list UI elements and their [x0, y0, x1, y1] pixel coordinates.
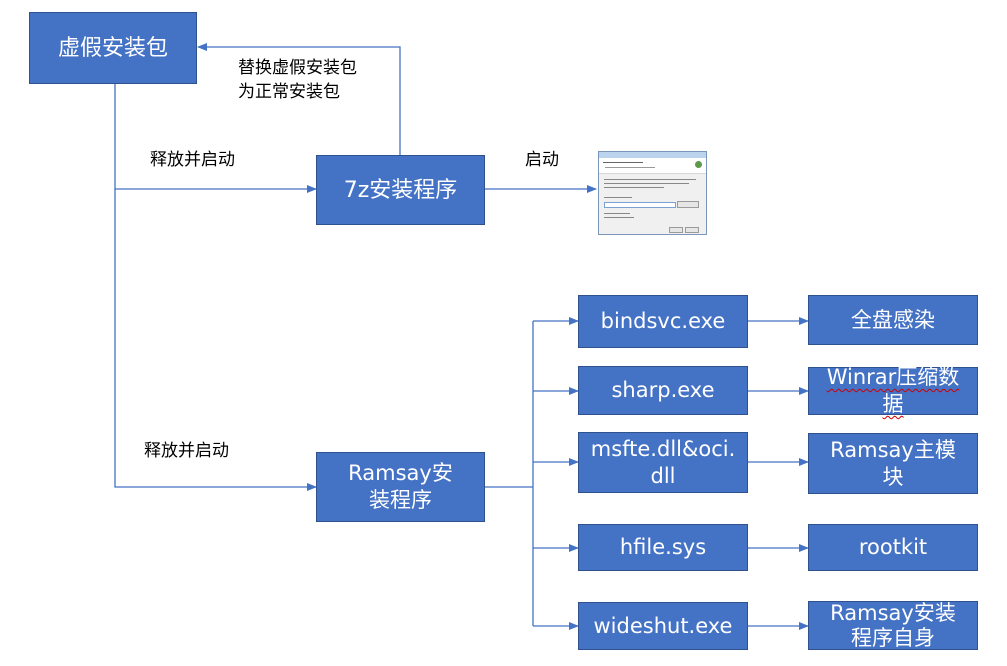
- node-hfile-label: hfile.sys: [619, 535, 707, 559]
- node-wideshut-label: wideshut.exe: [593, 613, 733, 638]
- installer-cancel-button: [685, 227, 699, 233]
- node-rootkit-label: rootkit: [858, 535, 928, 559]
- node-full-infection-label: 全盘感染: [851, 307, 935, 332]
- edge-label-launch: 启动: [525, 150, 559, 170]
- node-msfte-label: msfte.dll&oci.dll: [590, 436, 736, 488]
- node-wideshut: wideshut.exe: [578, 602, 748, 650]
- node-fake-installer: 虚假安装包: [29, 12, 197, 84]
- edge-label-release-start-top: 释放并启动: [150, 150, 235, 170]
- node-fake-installer-label: 虚假安装包: [57, 35, 168, 61]
- node-ramsay-installer: Ramsay安装程序: [316, 452, 485, 522]
- node-rootkit: rootkit: [808, 524, 978, 571]
- node-sharp-label: sharp.exe: [611, 378, 715, 402]
- edge-label-replace-line2: 为正常安装包: [238, 82, 340, 102]
- node-winrar-label: Winrar压缩数据: [826, 365, 960, 416]
- node-bindsvc-label: bindsvc.exe: [600, 309, 726, 333]
- node-winrar: Winrar压缩数据: [808, 365, 978, 416]
- node-sharp: sharp.exe: [578, 366, 748, 415]
- node-ramsay-main-label: Ramsay主模块: [830, 437, 956, 489]
- node-ramsay-main: Ramsay主模块: [808, 433, 978, 494]
- arrow-fake-to-ramsay: [114, 189, 317, 491]
- node-msfte: msfte.dll&oci.dll: [578, 432, 748, 493]
- node-ramsay-installer-label: Ramsay安装程序: [348, 461, 453, 512]
- installer-browse-button: [677, 201, 699, 208]
- node-bindsvc: bindsvc.exe: [578, 295, 748, 348]
- node-full-infection: 全盘感染: [808, 295, 978, 345]
- installer-window-titlebar: [599, 152, 706, 158]
- arrow-7z-to-fake-installer: [197, 43, 401, 155]
- edge-label-release-start-bottom: 释放并启动: [144, 441, 229, 461]
- installer-window-screenshot: [598, 151, 707, 235]
- node-7z-installer-label: 7z安装程序: [343, 177, 458, 203]
- node-ramsay-self: Ramsay安装程序自身: [808, 601, 978, 650]
- installer-destination-field: [604, 202, 676, 208]
- installer-window-header: [599, 158, 706, 174]
- installer-install-button: [669, 227, 683, 233]
- node-hfile: hfile.sys: [578, 524, 748, 571]
- installer-logo-icon: [695, 161, 702, 168]
- edge-label-replace-line1: 替换虚假安装包: [238, 58, 357, 78]
- edge-label-replace: 替换虚假安装包 为正常安装包: [238, 56, 357, 104]
- node-7z-installer: 7z安装程序: [316, 155, 485, 225]
- node-ramsay-self-label: Ramsay安装程序自身: [830, 600, 956, 650]
